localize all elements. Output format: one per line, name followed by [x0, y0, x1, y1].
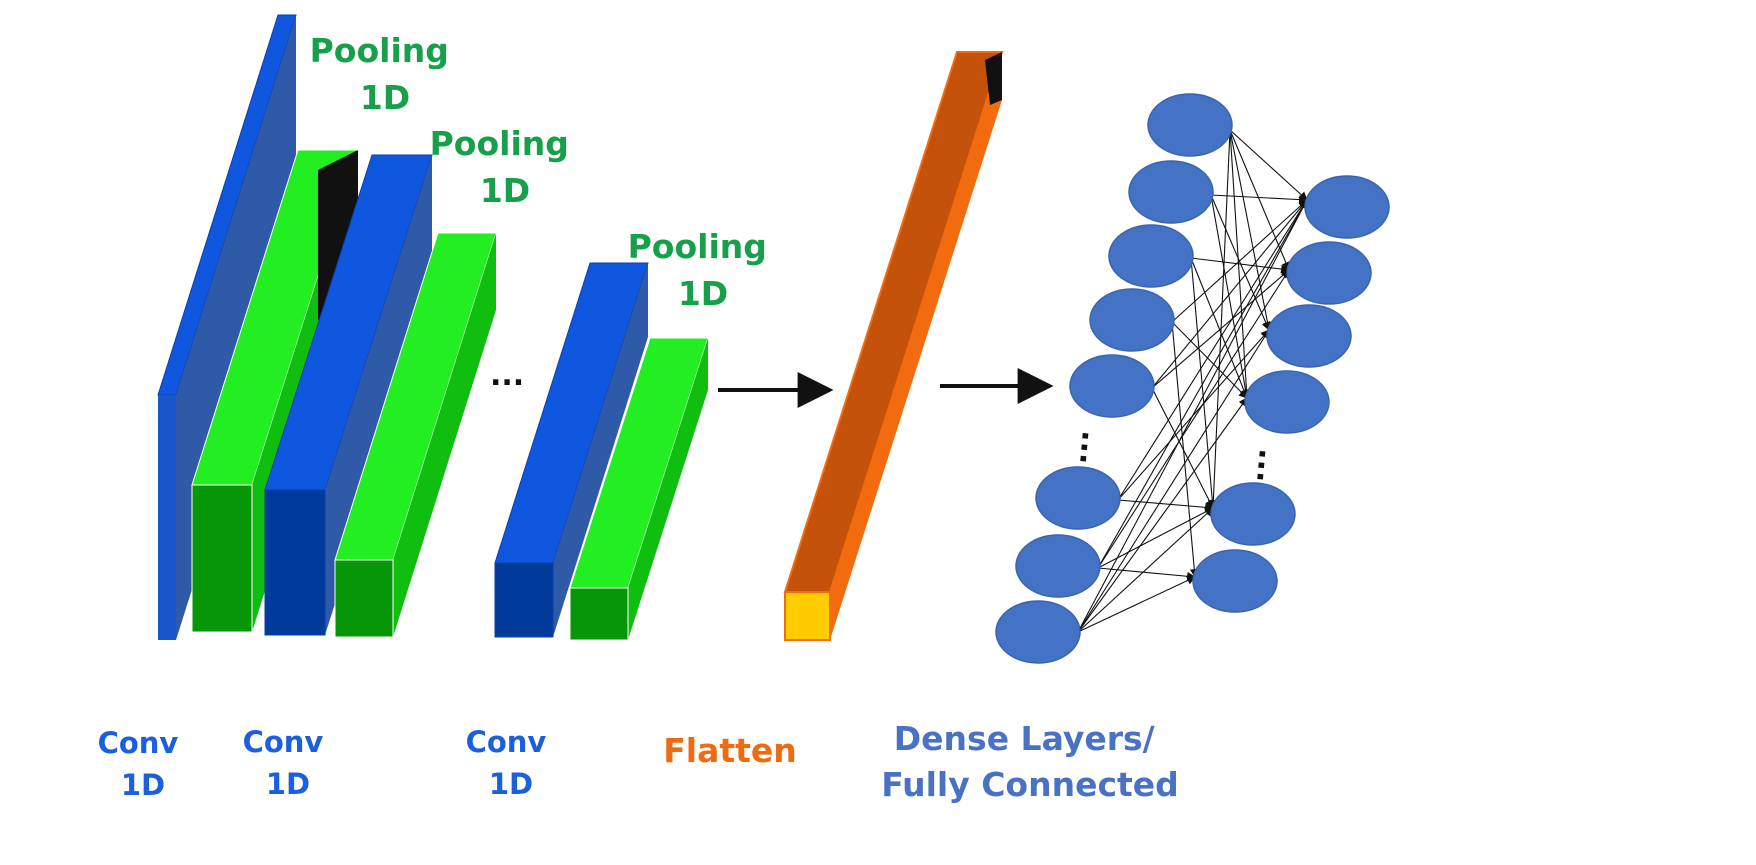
neuron	[1192, 549, 1278, 613]
conv1d-layer-3	[494, 262, 649, 638]
conv-label-1-line-1: Conv	[98, 726, 179, 760]
connection-arrow	[1151, 269, 1290, 389]
connection-arrow	[1117, 199, 1308, 501]
neuron	[1015, 534, 1101, 598]
connection-arrow	[1190, 257, 1217, 509]
neuron	[1069, 354, 1155, 418]
pooling-label-2-line-2: 1D	[480, 171, 530, 210]
connection-arrow	[1210, 194, 1308, 204]
neuron	[1286, 241, 1372, 305]
pooling-label-2-line-1: Pooling	[430, 124, 569, 163]
pooling-label-1-line-1: Pooling	[310, 31, 449, 70]
pooling-label-1-line-2: 1D	[360, 78, 410, 117]
pooling-label-3-line-2: 1D	[678, 274, 728, 313]
neuron	[1089, 288, 1175, 352]
conv-label-2: Conv 1D	[243, 725, 334, 801]
neuron	[1266, 304, 1352, 368]
flatten-end-face	[784, 591, 831, 641]
pooling1d-layer-2	[334, 232, 497, 638]
connection-arrow	[1151, 387, 1214, 509]
dense-label: Dense Layers/ Fully Connected	[881, 719, 1179, 804]
connection-arrow	[1097, 199, 1308, 569]
conv-label-2-line-2: 1D	[266, 767, 310, 801]
neuron	[1210, 482, 1296, 546]
pooling-label-3: Pooling 1D	[628, 227, 779, 313]
pooling-label-1: Pooling 1D	[310, 31, 461, 117]
connection-arrow	[1077, 329, 1270, 633]
dense-label-line-2: Fully Connected	[881, 765, 1179, 804]
connection-arrow	[1077, 507, 1214, 633]
neuron	[1244, 370, 1330, 434]
connection-arrow	[1190, 257, 1290, 274]
connection-arrow	[1077, 397, 1248, 633]
flatten-layer	[783, 51, 1004, 641]
connection-arrow	[1229, 129, 1272, 331]
pooling-label-2: Pooling 1D	[430, 124, 581, 210]
dense-connections	[1077, 129, 1308, 633]
connection-arrow	[1097, 567, 1196, 581]
dense-input-layer	[995, 93, 1233, 664]
connection-arrow	[1171, 199, 1308, 323]
pooling-label-3-line-1: Pooling	[628, 227, 767, 266]
flatten-label: Flatten	[663, 731, 797, 770]
neuron	[995, 600, 1081, 664]
connection-arrow	[1077, 576, 1196, 633]
connection-arrow	[1190, 257, 1249, 399]
connection-arrow	[1229, 129, 1308, 201]
connection-arrow	[1210, 194, 1270, 331]
neuron	[1108, 224, 1194, 288]
conv-label-3-line-2: 1D	[489, 767, 533, 801]
output-neurons-ellipsis: ...	[1249, 447, 1287, 484]
connection-arrow	[1077, 199, 1308, 633]
dense-output-layer	[1192, 175, 1390, 613]
connection-arrow	[1151, 199, 1308, 389]
conv-label-1: Conv 1D	[98, 726, 189, 802]
conv-label-3-line-1: Conv	[466, 725, 547, 759]
connection-arrow	[1117, 499, 1214, 512]
layers-ellipsis: ...	[490, 358, 524, 393]
dense-label-line-1: Dense Layers/	[894, 719, 1156, 758]
conv-label-3: Conv 1D	[466, 725, 557, 801]
neuron	[1035, 466, 1121, 530]
connection-arrow	[1210, 194, 1250, 399]
conv-label-1-line-2: 1D	[121, 768, 165, 802]
connection-arrow	[1097, 269, 1290, 569]
neuron	[1304, 175, 1390, 239]
connection-arrow	[1208, 129, 1231, 509]
neuron	[1147, 93, 1233, 157]
connection-arrow	[1229, 129, 1290, 271]
input-neurons-ellipsis: ...	[1072, 429, 1110, 466]
conv-label-2-line-1: Conv	[243, 725, 324, 759]
neuron	[1128, 160, 1214, 224]
pooling1d-layer-3	[569, 337, 709, 641]
